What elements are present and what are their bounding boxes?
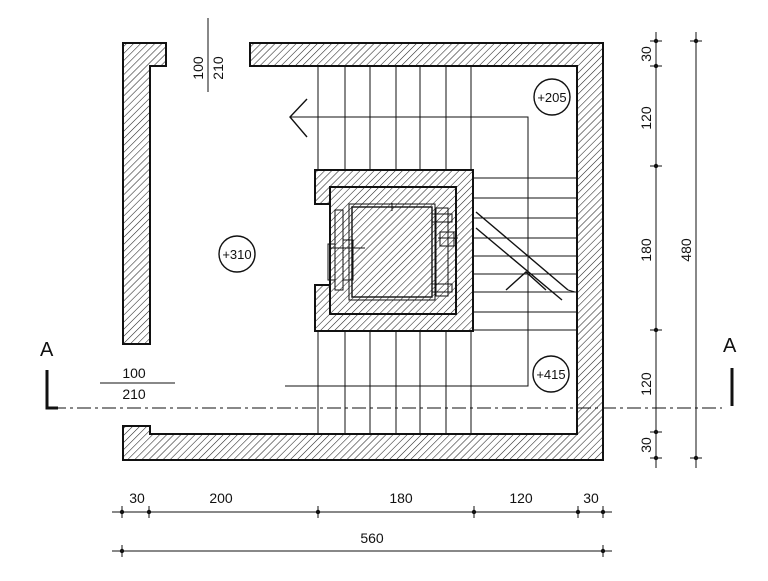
direction-arrow-up	[289, 98, 308, 138]
level-marker-205: +205	[533, 78, 571, 116]
svg-text:30: 30	[638, 46, 654, 62]
stair-top-flight	[317, 66, 472, 170]
svg-text:120: 120	[638, 106, 654, 130]
svg-text:120: 120	[638, 372, 654, 396]
svg-text:120: 120	[509, 490, 533, 506]
svg-text:100: 100	[190, 56, 206, 80]
svg-text:+205: +205	[537, 90, 566, 105]
svg-text:180: 180	[389, 490, 413, 506]
walls	[122, 42, 604, 461]
svg-text:30: 30	[129, 490, 145, 506]
svg-text:480: 480	[678, 238, 694, 262]
dimension-total-horizontal: 560	[112, 530, 612, 557]
section-line-a-a: A A	[40, 335, 737, 410]
stair-bottom-flight	[317, 331, 472, 434]
walking-line	[285, 98, 547, 387]
section-label-left: A	[40, 339, 54, 361]
svg-text:30: 30	[638, 437, 654, 453]
section-label-right: A	[723, 335, 737, 357]
direction-arrow-down	[505, 271, 547, 291]
door-label-bottom: 100 210	[100, 365, 175, 402]
left-wall	[122, 42, 167, 345]
section-marker-left	[45, 370, 58, 410]
stair-break-line	[475, 211, 576, 301]
level-marker-310: +310	[218, 235, 256, 273]
door-label-top: 100 210	[190, 18, 226, 92]
svg-text:+415: +415	[536, 367, 565, 382]
elevator	[327, 203, 458, 301]
svg-text:210: 210	[210, 56, 226, 80]
svg-text:210: 210	[122, 386, 146, 402]
dimension-chain-vertical: 30 120 180 120 30	[638, 32, 662, 468]
top-right-wall	[122, 42, 604, 461]
dimension-total-vertical: 480	[678, 32, 702, 468]
svg-text:+310: +310	[222, 247, 251, 262]
level-marker-415: +415	[532, 355, 570, 393]
svg-text:180: 180	[638, 238, 654, 262]
svg-text:200: 200	[209, 490, 233, 506]
dimension-chain-horizontal: 30 200 180 120 30	[112, 490, 612, 518]
svg-text:30: 30	[583, 490, 599, 506]
elevator-shaft-wall	[314, 169, 474, 332]
svg-text:560: 560	[360, 530, 384, 546]
svg-text:100: 100	[122, 365, 146, 381]
stair-right-flight	[473, 177, 577, 331]
counterweight-rail	[435, 207, 449, 297]
